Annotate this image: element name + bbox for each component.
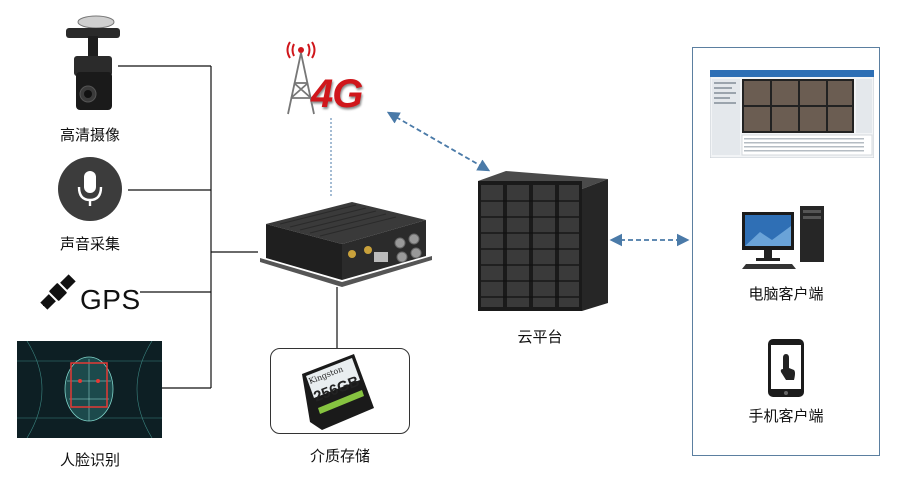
cloud-label: 云平台 [517,328,563,346]
pc-client-label: 电脑客户端 [748,285,824,303]
gps-label: GPS [80,284,141,315]
storage-box [270,348,410,434]
sd-card-icon: Kingston 256GB [302,354,374,430]
lte-badge: 4G [311,72,363,116]
smartphone-icon [768,339,804,397]
storage-label: 介质存储 [309,447,370,465]
audio-label: 声音采集 [59,235,120,253]
desktop-computer-icon [742,206,824,269]
lte-cloud-arrow [386,111,491,172]
client-panel [692,47,880,456]
cell-tower-icon [286,41,316,115]
monitoring-software-screenshot [710,70,874,158]
camera-icon [66,15,120,110]
satellite-icon [40,274,76,310]
mobile-client-label: 手机客户端 [748,407,824,425]
face-recognition-icon [17,341,162,438]
mobile-dvr-device [260,202,432,287]
face-label: 人脸识别 [59,451,120,469]
input-bracket-lines [118,65,258,389]
cloud-server-icon [478,171,608,311]
microphone-icon [58,157,122,221]
camera-label: 高清摄像 [59,126,120,144]
